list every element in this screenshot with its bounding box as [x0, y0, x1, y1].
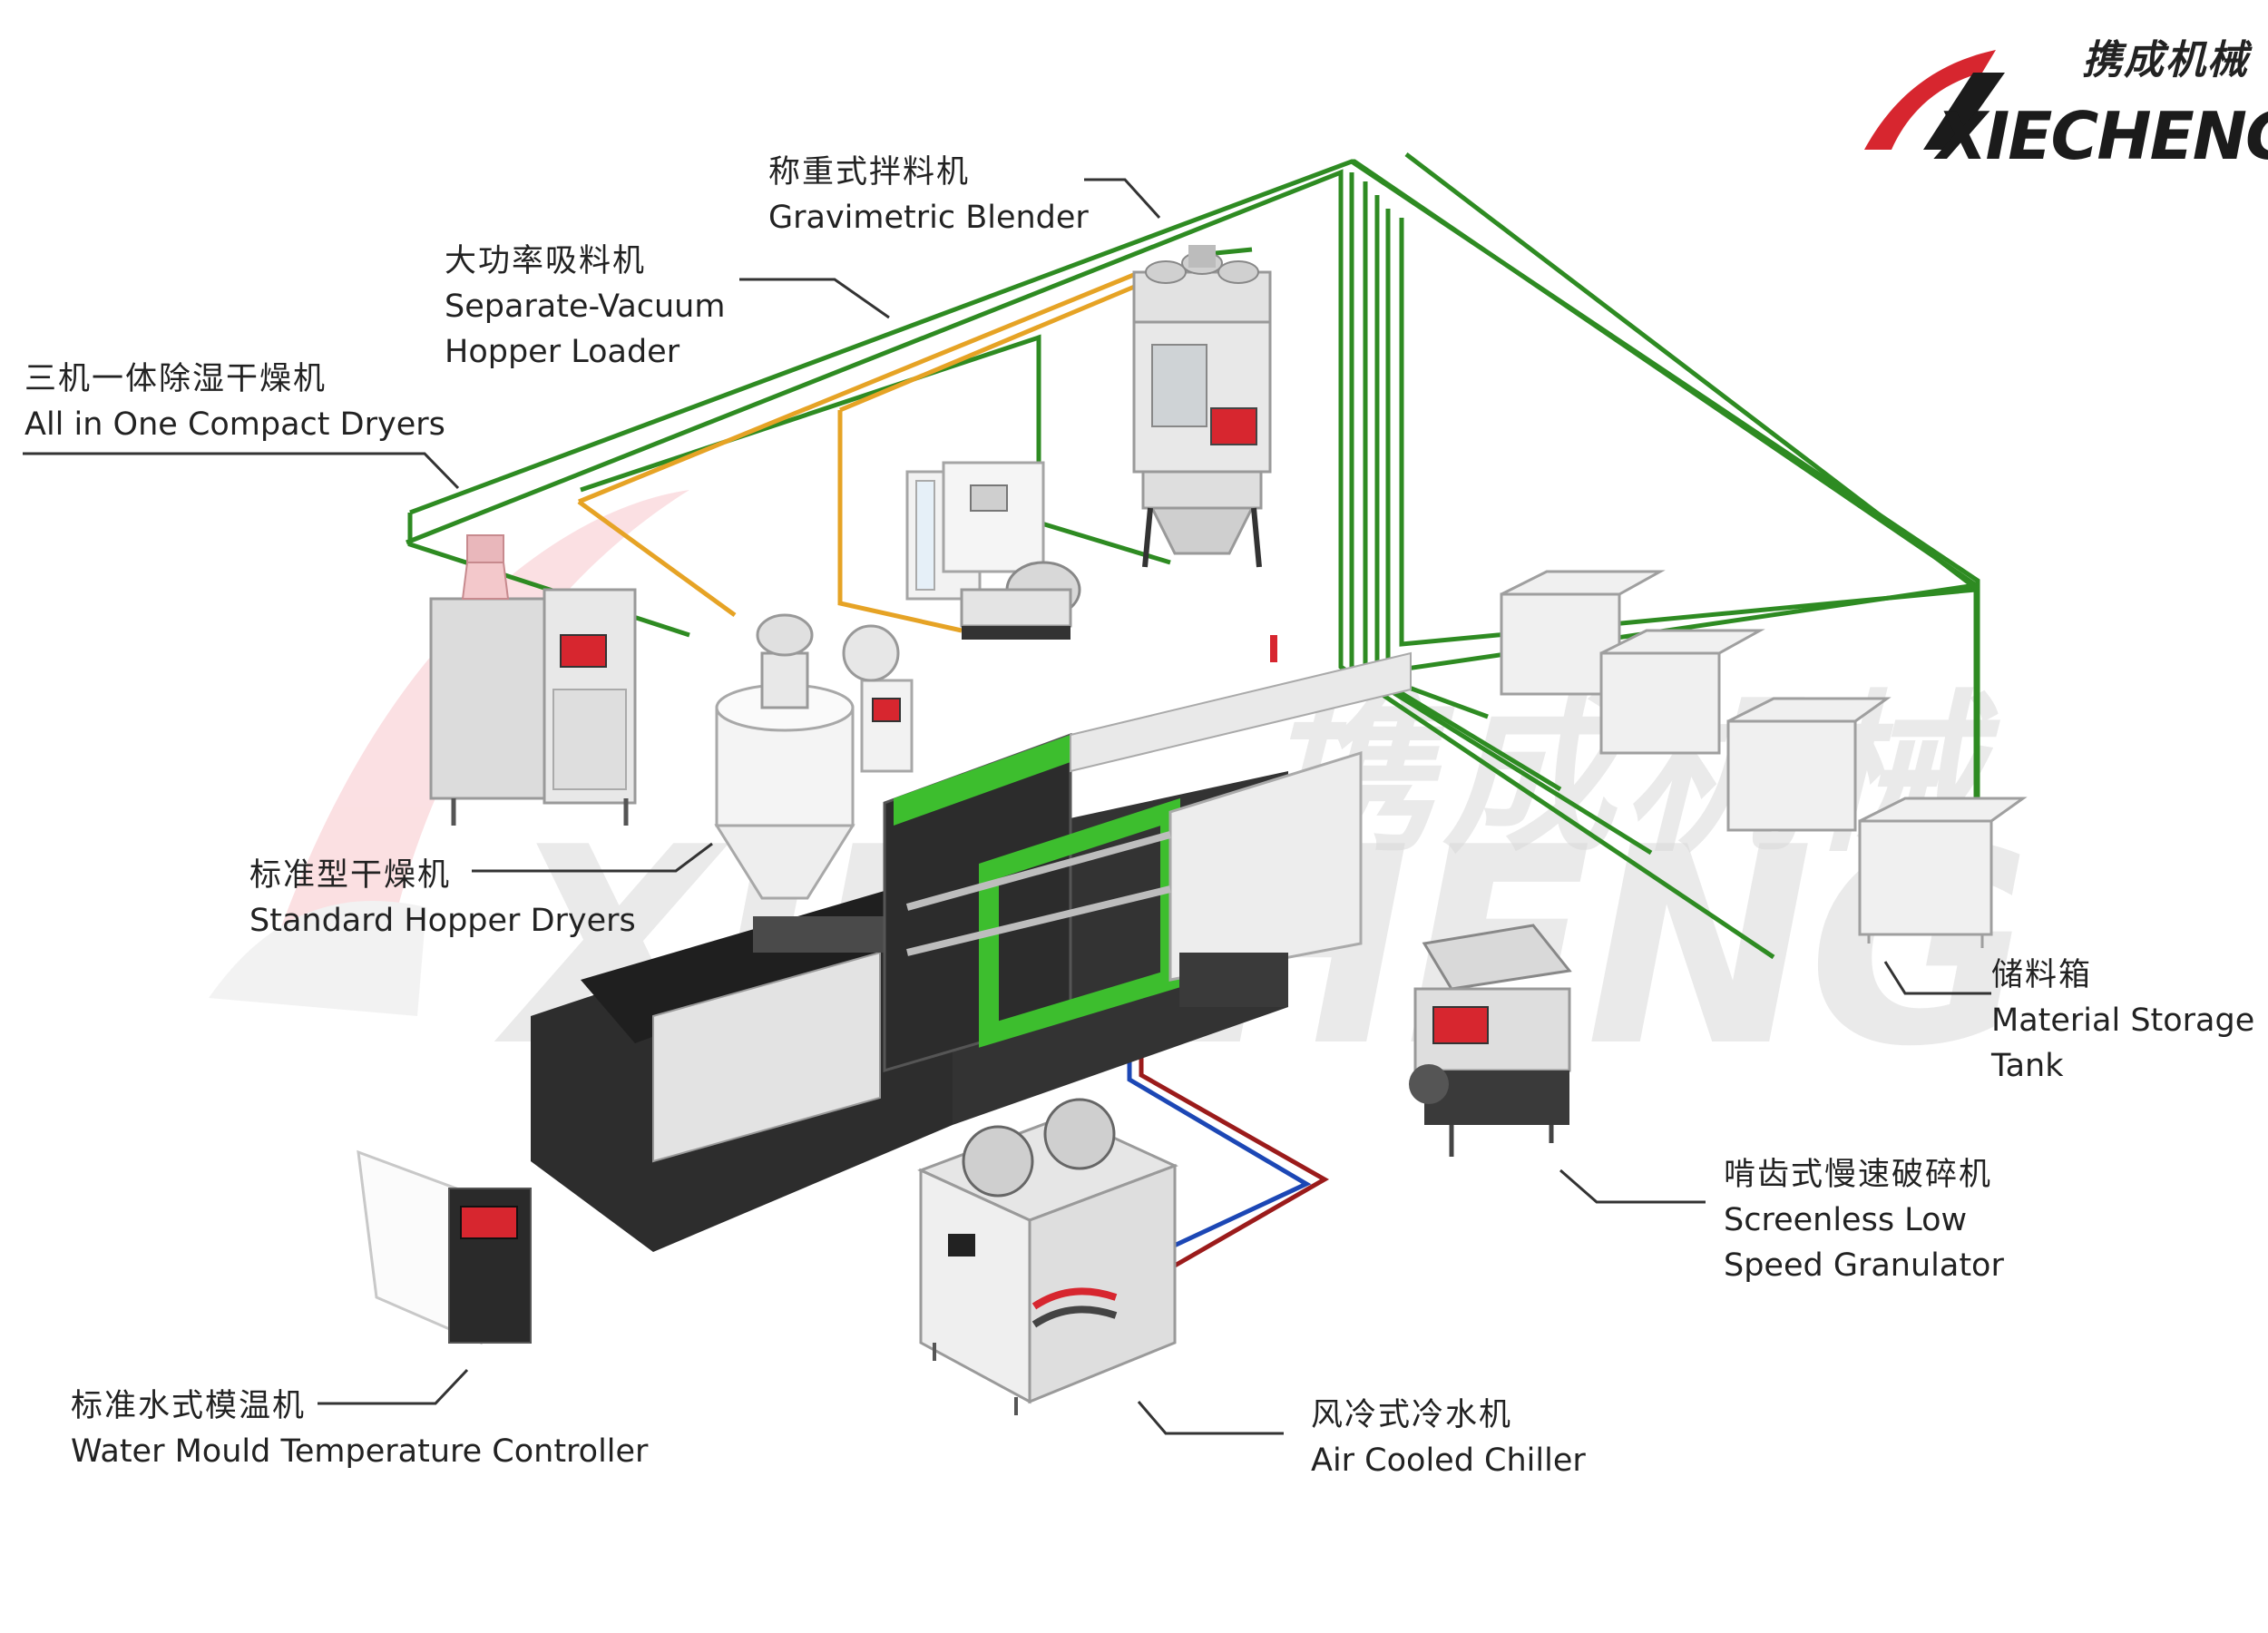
hopper-dryer-graphic: [714, 613, 914, 900]
label-granulator-en2: Speed Granulator: [1724, 1247, 2004, 1284]
label-granulator-zh: 啃齿式慢速破碎机: [1724, 1157, 1993, 1193]
label-chiller-zh: 风冷式冷水机: [1311, 1397, 1513, 1433]
label-granulator: 啃齿式慢速破碎机 Screenless Low Speed Granulator: [1724, 1152, 2004, 1288]
storage-tanks-graphic: [1500, 570, 2028, 948]
label-compact-dryer: 三机一体除湿干燥机 All in One Compact Dryers: [24, 357, 445, 447]
brand-name-cn: 携成机械: [2082, 37, 2249, 83]
label-storage-en2: Tank: [1991, 1048, 2064, 1084]
label-hopper-dryer-zh: 标准型干燥机: [249, 857, 452, 894]
label-hopper-dryer-en: Standard Hopper Dryers: [249, 903, 636, 939]
leader-lines: [23, 178, 1991, 1435]
mould-temp-controller-graphic: [357, 1149, 532, 1345]
hopper-loader-graphic: [905, 461, 1081, 640]
leader-chiller: [1137, 1401, 1284, 1435]
label-mould-temp-zh: 标准水式模温机: [71, 1388, 307, 1424]
leader-mould-temp: [318, 1368, 469, 1405]
label-hopper-dryer: 标准型干燥机 Standard Hopper Dryers: [249, 853, 636, 944]
injection-machine-graphic: [531, 635, 1412, 1252]
label-mould-temp: 标准水式模温机 Water Mould Temperature Controll…: [71, 1384, 648, 1474]
label-loader-en1: Separate-Vacuum: [445, 288, 726, 325]
label-gravimetric-blender: 称重式拌料机 Gravimetric Blender: [768, 150, 1089, 240]
label-storage-en1: Material Storage: [1991, 1002, 2255, 1039]
label-chiller-en: Air Cooled Chiller: [1311, 1442, 1586, 1479]
leader-storage: [1883, 961, 1991, 995]
label-mould-temp-en: Water Mould Temperature Controller: [71, 1433, 649, 1470]
leader-loader: [739, 278, 890, 319]
label-storage-tank: 储料箱 Material Storage Tank: [1991, 953, 2254, 1089]
label-loader-en2: Hopper Loader: [445, 334, 680, 370]
leader-granulator: [1559, 1169, 1706, 1204]
label-blender-zh: 称重式拌料机: [768, 154, 971, 191]
brand-logo: 携成机械 XIECHENG: [1851, 27, 2268, 174]
compact-dryer-graphic: [429, 534, 637, 826]
granulator-graphic: [1409, 924, 1572, 1157]
leader-compact-dryer: [23, 452, 460, 490]
label-chiller: 风冷式冷水机 Air Cooled Chiller: [1311, 1393, 1586, 1483]
leader-hopper-dryer: [472, 842, 713, 873]
leader-blender: [1084, 178, 1161, 220]
brand-logo-mark: [1864, 50, 2005, 150]
brand-name-en: XIECHENG: [1937, 98, 2268, 174]
label-compact-dryer-zh: 三机一体除湿干燥机: [24, 361, 327, 397]
label-hopper-loader: 大功率吸料机 Separate-Vacuum Hopper Loader: [445, 239, 725, 375]
background-swoosh: [209, 490, 689, 1016]
label-granulator-en1: Screenless Low: [1724, 1202, 1968, 1238]
chiller-graphic: [917, 1098, 1178, 1415]
label-blender-en: Gravimetric Blender: [768, 200, 1089, 236]
label-storage-zh: 储料箱: [1991, 957, 2093, 993]
label-loader-zh: 大功率吸料机: [445, 243, 647, 279]
label-compact-dryer-en: All in One Compact Dryers: [24, 406, 445, 443]
gravimetric-blender-graphic: [1132, 245, 1272, 568]
